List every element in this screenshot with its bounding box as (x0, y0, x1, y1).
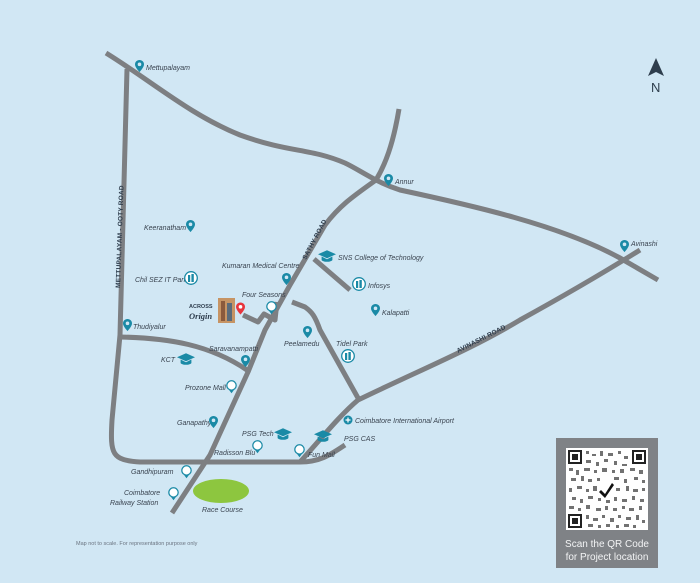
place-label: Coimbatore International Airport (355, 418, 455, 425)
place-thudiyalur: Thudiyalur (123, 319, 166, 331)
qr-code-icon (566, 448, 648, 530)
place-mettupalayam: Mettupalayam (135, 60, 190, 72)
north-arrow-icon (648, 58, 664, 76)
road-label-ooty: METTUPALAYAM - OOTY ROAD (115, 185, 126, 288)
road-thudiyalur-saravanampatti (119, 334, 249, 373)
place-railway-station: Coimbatore Railway Station (110, 487, 179, 507)
place-label: Radisson Blu (214, 450, 255, 457)
place-label: Infosys (368, 283, 391, 290)
road-project-access (241, 301, 280, 325)
road-avinashi (298, 247, 642, 464)
road-sathy (169, 108, 402, 515)
checkmark-icon (599, 483, 614, 498)
road-sns-infosys (312, 257, 352, 292)
place-label: Kumaran Medical Centre (222, 263, 300, 270)
place-sns-college: SNS College of Technology (318, 250, 424, 262)
place-kalapatti: Kalapatti (371, 304, 410, 317)
place-label: PSG CAS (344, 436, 375, 443)
qr-code-image[interactable] (566, 448, 648, 530)
place-tidel-park: Tidel Park (336, 341, 368, 363)
place-kct: KCT (161, 353, 195, 365)
place-label: Prozone Mall (185, 385, 226, 392)
place-fun-mall: Fun Mall (294, 444, 335, 459)
place-label: Fun Mall (308, 452, 335, 459)
place-saravanampatti: Saravanampatti (209, 346, 258, 367)
place-psg-tech: PSG Tech (242, 428, 292, 440)
project-building-image (218, 298, 235, 323)
road-peelamedu (291, 299, 361, 400)
place-label: Thudiyalur (133, 324, 166, 331)
project-brand-bottom: Origin (189, 311, 212, 321)
building-icon (184, 271, 198, 285)
place-infosys: Infosys (352, 277, 391, 291)
road-mettupalayam-ooty (109, 68, 347, 465)
place-prozone-mall: Prozone Mall (185, 380, 237, 394)
place-label: Mettupalayam (146, 65, 190, 72)
place-annur: Annur (384, 174, 414, 186)
project-marker: ACROSS Origin (189, 298, 245, 323)
place-gandhipuram: Gandhipuram (131, 465, 192, 479)
place-kumaran-medical: Kumaran Medical Centre (222, 263, 300, 285)
place-label: Tidel Park (336, 341, 368, 348)
north-compass: N (648, 58, 664, 95)
place-ganapathy: Ganapathy (177, 416, 218, 428)
road-network (104, 50, 660, 515)
place-radisson-blu: Radisson Blu (214, 440, 263, 457)
place-airport: Coimbatore International Airport (343, 415, 455, 425)
place-label: Avinashi (630, 241, 658, 248)
place-label: Saravanampatti (209, 346, 258, 353)
place-chil-sez: Chil SEZ IT Park (135, 271, 198, 285)
project-brand-top: ACROSS (189, 304, 213, 310)
place-label: Gandhipuram (131, 469, 174, 476)
road-mettupalayam-annur (104, 50, 660, 283)
place-label: Four Seasons (242, 292, 286, 299)
place-label: Chil SEZ IT Park (135, 277, 188, 284)
place-label: KCT (161, 357, 176, 364)
place-label: Race Course (202, 507, 243, 514)
place-avinashi: Avinashi (620, 240, 658, 252)
place-label: PSG Tech (242, 431, 274, 438)
building-icon (352, 277, 366, 291)
place-keeranatham: Keeranatham (144, 220, 195, 232)
place-race-course: Race Course (202, 507, 243, 514)
place-label: Kalapatti (382, 310, 410, 317)
building-icon (341, 349, 355, 363)
qr-caption-line1: Scan the QR Code (565, 539, 649, 550)
place-label: SNS College of Technology (338, 255, 424, 262)
race-course-park-icon (193, 479, 249, 503)
place-label: Ganapathy (177, 420, 212, 427)
place-label: Annur (394, 179, 414, 186)
qr-caption-line2: for Project location (565, 552, 649, 563)
place-label: Railway Station (110, 500, 158, 507)
north-label: N (651, 80, 660, 95)
qr-code-panel: Scan the QR Code for Project location (556, 438, 658, 568)
place-label: Peelamedu (284, 341, 320, 348)
place-label: Keeranatham (144, 225, 186, 232)
place-peelamedu: Peelamedu (284, 326, 320, 348)
map-disclaimer: Map not to scale. For representation pur… (76, 541, 198, 547)
place-four-seasons: Four Seasons (242, 292, 286, 315)
place-label: Coimbatore (124, 490, 160, 497)
place-psg-cas: PSG CAS (314, 430, 375, 443)
